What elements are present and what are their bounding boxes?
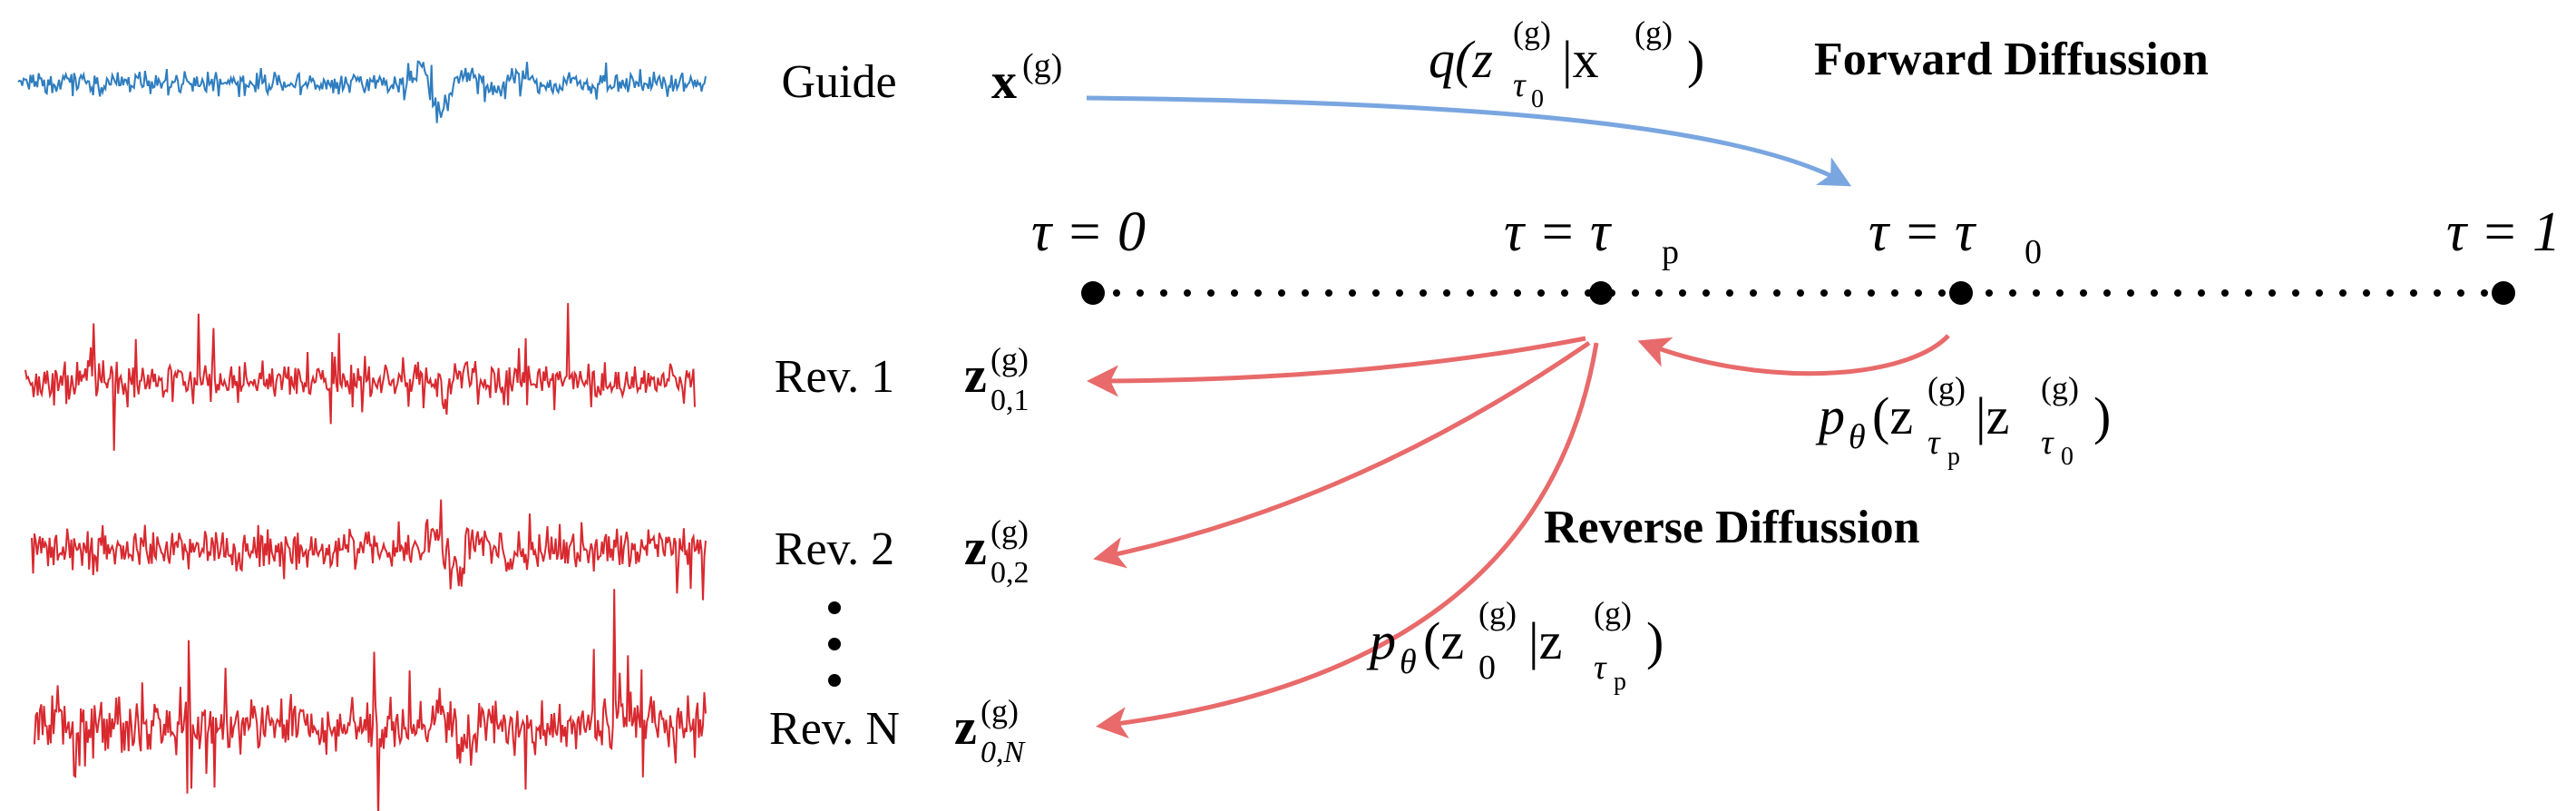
svg-text:(g): (g) [1927,370,1966,406]
svg-text:z: z [964,520,987,576]
svg-text:|z: |z [1528,611,1562,670]
q-expression: q(z τ 0 (g) |x (g) ) [1429,15,1704,113]
svg-text:0,2: 0,2 [990,556,1029,590]
tau-tau0-label: τ = τ 0 [1869,201,2042,271]
svg-text:(g): (g) [990,341,1029,377]
timeline-node-tau0 [1949,281,1973,305]
x-guide-symbol: x (g) [991,47,1062,110]
ptheta-tp-expression: p θ (z τ p (g) |z τ 0 (g) ) [1815,370,2111,471]
revN-waveform [34,589,707,811]
timeline-node-0 [1081,281,1105,305]
svg-text:p: p [1366,611,1396,670]
tau-1-label: τ = 1 [2446,201,2561,263]
svg-text:(g): (g) [1022,47,1062,85]
svg-text:z: z [964,347,987,404]
svg-text:0: 0 [1478,649,1496,687]
svg-text:θ: θ [1849,418,1866,456]
svg-text:0: 0 [1531,85,1544,113]
vertical-ellipsis [828,601,841,687]
reverse-diffusion-title: Reverse Diffussion [1544,502,1920,553]
reverse-arrow-tau0-to-tp [1637,334,1950,376]
svg-text:p: p [1815,386,1845,445]
svg-text:0: 0 [2025,233,2042,271]
forward-diffusion-title: Forward Diffussion [1814,34,2209,85]
svg-text:(g): (g) [1594,595,1632,631]
svg-text:x: x [991,54,1017,110]
svg-text:τ: τ [1927,424,1941,462]
svg-text:): ) [2093,386,2111,445]
svg-text:p: p [1662,233,1679,271]
svg-text:p: p [1614,668,1626,696]
svg-text:(g): (g) [1478,595,1517,631]
forward-arrow [1086,95,1852,187]
svg-text:): ) [1646,611,1664,670]
rev2-waveform [31,499,707,601]
ptheta-0-expression: p θ (z 0 (g) |z τ p (g) ) [1366,595,1664,696]
z01-symbol: z (g) 0,1 [964,341,1029,417]
revN-label: Rev. N [769,703,900,755]
svg-text:τ = τ: τ = τ [1869,201,1977,263]
svg-text:0: 0 [2061,443,2073,471]
svg-text:(g): (g) [1634,15,1673,51]
svg-text:|x: |x [1562,30,1599,89]
svg-text:(z: (z [1872,386,1913,445]
rev1-waveform [24,303,696,451]
svg-text:p: p [1947,443,1960,471]
svg-text:(g): (g) [990,513,1029,550]
svg-text:0,1: 0,1 [990,384,1029,417]
svg-text:θ: θ [1400,643,1417,681]
svg-text:0,N: 0,N [981,736,1027,769]
svg-text:τ: τ [1513,66,1527,104]
svg-text:|z: |z [1976,386,2009,445]
svg-text:τ = τ: τ = τ [1504,201,1613,263]
tau-p-label: τ = τ p [1504,201,1679,271]
svg-text:(g): (g) [1513,15,1551,51]
svg-text:τ: τ [2041,424,2054,462]
z0N-symbol: z (g) 0,N [954,693,1027,769]
reverse-arrow-to-rev2 [1093,340,1591,569]
reverse-arrow-to-rev1 [1087,336,1586,397]
reverse-arrow-to-revN [1096,342,1599,738]
svg-text:(z: (z [1423,611,1464,670]
svg-text:(g): (g) [981,693,1019,729]
z02-symbol: z (g) 0,2 [964,513,1029,590]
svg-text:τ: τ [1594,649,1607,687]
svg-text:(g): (g) [2041,370,2079,406]
guide-label: Guide [781,56,896,108]
guide-waveform [17,60,707,123]
rev1-label: Rev. 1 [775,351,894,403]
tau-0-label: τ = 0 [1031,201,1146,263]
svg-text:q(z: q(z [1429,30,1493,89]
svg-text:): ) [1687,30,1704,89]
timeline-node-1 [2492,281,2515,305]
rev2-label: Rev. 2 [775,523,894,575]
svg-text:z: z [954,699,977,756]
timeline-node-tp [1589,281,1613,305]
